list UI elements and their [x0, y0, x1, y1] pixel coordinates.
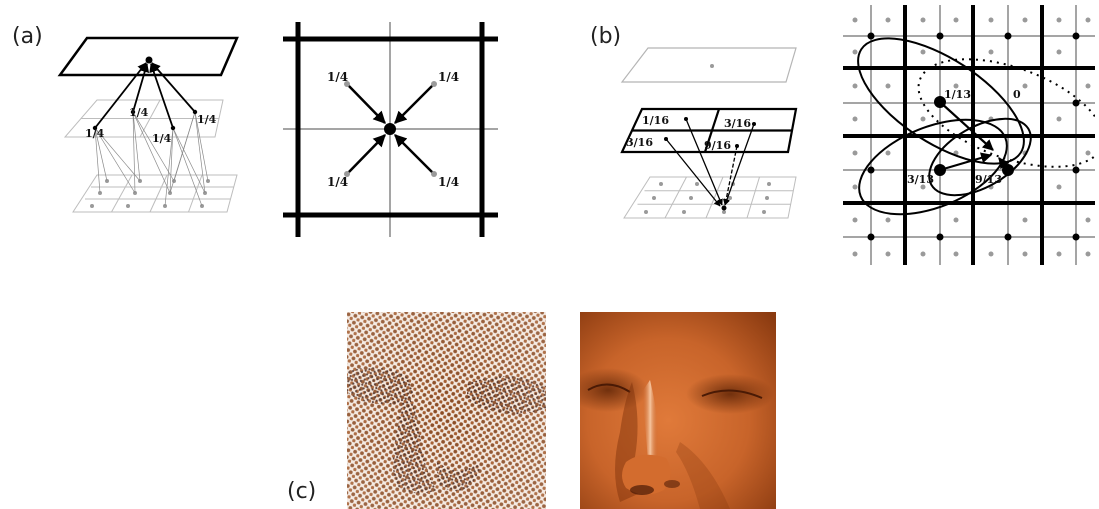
pyramid-diagram-a: 1/4 1/4 1/4 1/4 [57, 36, 239, 213]
coarse-grid-lines [843, 5, 1095, 265]
panel-label-a: (a) [12, 24, 43, 49]
panel-label-b: (b) [590, 24, 622, 49]
target-point [721, 205, 727, 211]
weight-label: 3/16 [626, 136, 653, 149]
nostril [630, 485, 654, 495]
stencil-weight-label: 0 [1013, 88, 1021, 101]
pyramid-diagram-b: 1/16 3/16 3/16 9/16 [620, 47, 798, 219]
source-points [344, 81, 437, 177]
shaded-face-render [580, 312, 776, 509]
stencil-weight-label: 3/13 [907, 173, 934, 186]
stencil-diagram-b: 1/13 0 3/13 9/13 [843, 5, 1095, 265]
stencil-weight-label: 1/4 [327, 175, 348, 189]
weight-label: 9/16 [704, 139, 731, 152]
cheek-shadow [676, 442, 730, 509]
stencil-weight-label: 1/4 [438, 175, 459, 189]
stencil-weight-label: 9/13 [975, 173, 1002, 186]
stencil-arrows [346, 83, 435, 175]
coarse-points [867, 32, 1080, 241]
coarse-grid-lines [283, 22, 498, 237]
panel-label-c: (c) [287, 479, 317, 504]
nose-tip [622, 454, 671, 495]
weight-label: 1/4 [129, 106, 149, 119]
point-cloud-face [347, 312, 546, 509]
ellipses [857, 37, 1095, 216]
nose-bridge-shadow [615, 382, 638, 502]
weight-arrows [665, 118, 755, 207]
nose-highlight [642, 380, 659, 462]
target-point [145, 56, 153, 64]
fine-grid [72, 174, 238, 213]
thin-connectors [94, 111, 209, 207]
nostril [664, 480, 680, 488]
weight-arrows [94, 62, 196, 129]
fine-points [852, 17, 1091, 257]
stencil-weight-label: 1/4 [438, 70, 459, 84]
weight-label: 1/4 [85, 127, 105, 140]
mid-points [92, 109, 198, 131]
right-eye-socket [686, 374, 774, 414]
coarse-cell [620, 47, 797, 83]
weight-label: 1/4 [197, 113, 217, 126]
stencil-diagram-a: 1/4 1/4 1/4 1/4 [283, 22, 498, 237]
left-eye-socket [580, 368, 648, 412]
target-point [384, 123, 396, 135]
right-eyelid [701, 389, 763, 399]
weight-label: 3/16 [724, 117, 751, 130]
stencil-points [934, 96, 1014, 176]
weight-label: 1/4 [152, 132, 172, 145]
weight-label: 1/16 [642, 114, 669, 127]
stencil-weight-label: 1/4 [327, 70, 348, 84]
middle-grid [620, 107, 798, 154]
coarse-cell [57, 36, 239, 77]
left-eyelid [587, 383, 631, 393]
fine-grid-points [644, 182, 771, 214]
stencil-weight-label: 1/13 [944, 88, 971, 101]
